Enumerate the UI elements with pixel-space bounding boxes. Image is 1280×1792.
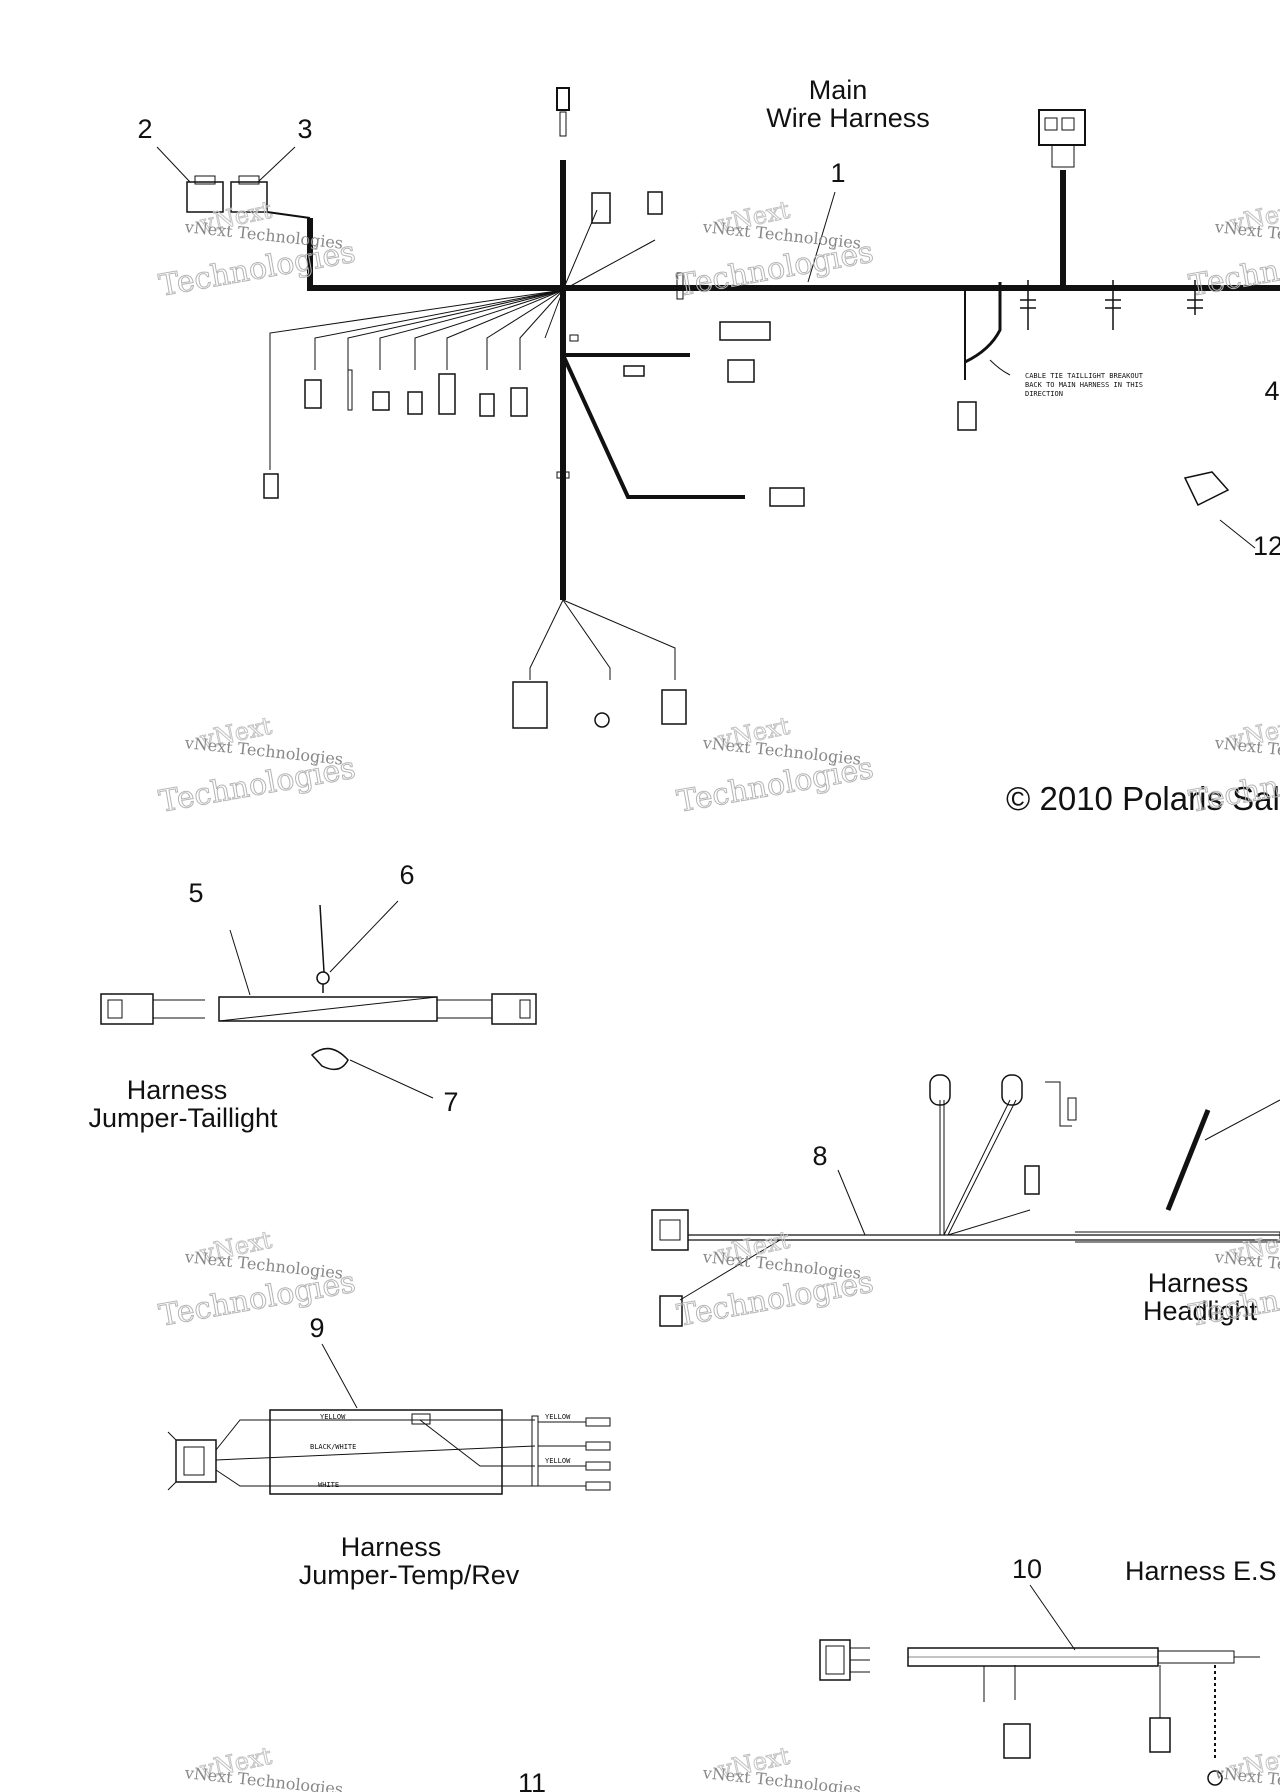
callout-2: 2 bbox=[137, 114, 152, 144]
title-headlight-line1: Harness bbox=[1148, 1268, 1249, 1298]
svg-text:vNext Technologies: vNext Technologies bbox=[1213, 217, 1280, 253]
title-main-harness-line1: Main bbox=[809, 75, 868, 105]
cable-tie-note-line1: CABLE TIE TAILLIGHT BREAKOUT bbox=[1025, 372, 1144, 380]
title-harness-es: Harness E.S bbox=[1125, 1556, 1277, 1586]
svg-text:vNext Technologies: vNext Technologies bbox=[1213, 733, 1280, 769]
title-jumper-temp-rev-line2: Jumper-Temp/Rev bbox=[299, 1560, 520, 1590]
wire-label-black-white: BLACK/WHITE bbox=[310, 1443, 356, 1451]
jumper-temp-rev-harness bbox=[167, 1343, 611, 1495]
cable-tie-note-line2: BACK TO MAIN HARNESS IN THIS bbox=[1025, 381, 1143, 389]
callout-4: 4 bbox=[1264, 376, 1279, 406]
watermark: vNext vNext Technologies bbox=[183, 1741, 344, 1792]
watermark: vNext vNext Technologies Technologies bbox=[674, 711, 877, 820]
watermark: vNext vNext Technologies Technologies bbox=[1186, 711, 1280, 820]
watermark: vNext vNext Technologies Technologies bbox=[156, 1225, 359, 1334]
svg-text:Technologies: Technologies bbox=[674, 751, 876, 820]
callout-8: 8 bbox=[812, 1141, 827, 1171]
callout-3: 3 bbox=[297, 114, 312, 144]
cable-tie-note-line3: DIRECTION bbox=[1025, 390, 1063, 398]
svg-text:Technologies: Technologies bbox=[156, 751, 358, 820]
svg-text:Technologies: Technologies bbox=[1186, 235, 1280, 304]
headlight-harness bbox=[651, 1074, 1280, 1327]
title-jumper-taillight-line2: Jumper-Taillight bbox=[88, 1103, 278, 1133]
title-main-harness-line2: Wire Harness bbox=[766, 103, 930, 133]
harness-es bbox=[819, 1584, 1260, 1786]
diagram-labels: Main Wire Harness Harness Jumper-Taillig… bbox=[88, 75, 1280, 1792]
callout-11: 11 bbox=[518, 1768, 546, 1792]
wire-label-white: WHITE bbox=[318, 1481, 339, 1489]
svg-text:Technologies: Technologies bbox=[156, 235, 358, 304]
watermark: vNext vNext Technologies bbox=[701, 1741, 862, 1792]
watermark: vNext vNext Technologies Technologies bbox=[156, 711, 359, 820]
wire-label-yellow-r1: YELLOW bbox=[545, 1413, 571, 1421]
watermark: vNext vNext Technologies Technologies bbox=[1186, 195, 1280, 304]
title-jumper-temp-rev-line1: Harness bbox=[341, 1532, 442, 1562]
callout-1: 1 bbox=[830, 158, 845, 188]
svg-text:Technologies: Technologies bbox=[674, 235, 876, 304]
title-jumper-taillight-line1: Harness bbox=[127, 1075, 228, 1105]
callout-7: 7 bbox=[443, 1087, 458, 1117]
callout-10: 10 bbox=[1012, 1554, 1042, 1584]
copyright-text: © 2010 Polaris Sale bbox=[1006, 780, 1280, 817]
main-wire-harness bbox=[156, 87, 1280, 729]
callout-6: 6 bbox=[399, 860, 414, 890]
callout-9: 9 bbox=[309, 1313, 324, 1343]
title-headlight-line2: Headlight bbox=[1143, 1296, 1258, 1326]
callout-12: 12 bbox=[1253, 531, 1280, 561]
wire-label-yellow-r2: YELLOW bbox=[545, 1457, 571, 1465]
jumper-taillight-harness bbox=[100, 900, 537, 1099]
watermark: vNext vNext Technologies bbox=[1213, 1741, 1280, 1792]
callout-5: 5 bbox=[188, 878, 203, 908]
watermark-layer: vNext vNext Technologies Technologies vN… bbox=[156, 195, 1280, 1792]
svg-text:Technologies: Technologies bbox=[674, 1265, 876, 1334]
svg-text:Technologies: Technologies bbox=[156, 1265, 358, 1334]
wire-label-yellow-left: YELLOW bbox=[320, 1413, 346, 1421]
watermark: vNext vNext Technologies Technologies bbox=[674, 1225, 877, 1334]
